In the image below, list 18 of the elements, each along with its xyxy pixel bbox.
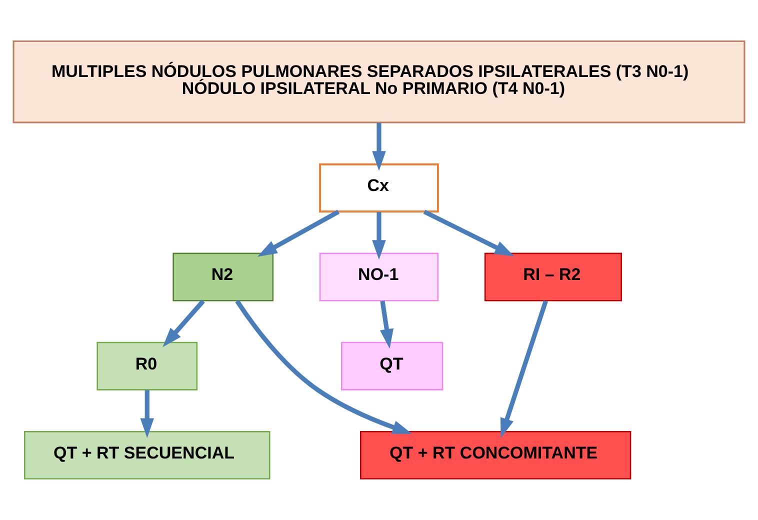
node-box: MULTIPLES NÓDULOS PULMONARES SEPARADOS IPSILATERALES (T3 N0-1) NÓDULO IPSILATERAL No PRIMARIO (T4 N0-1) xyxy=(12,40,746,124)
arrow xyxy=(257,210,340,257)
node-box: Cx xyxy=(319,163,439,213)
arrow xyxy=(380,300,394,349)
arrow xyxy=(140,390,154,438)
arrow xyxy=(372,122,386,171)
arrow xyxy=(372,212,386,260)
node-box: N2 xyxy=(172,252,274,302)
arrow xyxy=(162,300,205,348)
node-box: QT xyxy=(341,342,444,390)
arrow xyxy=(235,300,412,434)
node-box: QT + RT CONCOMITANTE xyxy=(360,430,632,480)
arrow xyxy=(423,210,514,256)
arrow xyxy=(500,300,548,438)
node-box: R0 xyxy=(96,342,198,390)
node-box: NO-1 xyxy=(319,252,439,302)
node-box: RI – R2 xyxy=(484,252,622,302)
node-box: QT + RT SECUENCIAL xyxy=(24,430,270,480)
